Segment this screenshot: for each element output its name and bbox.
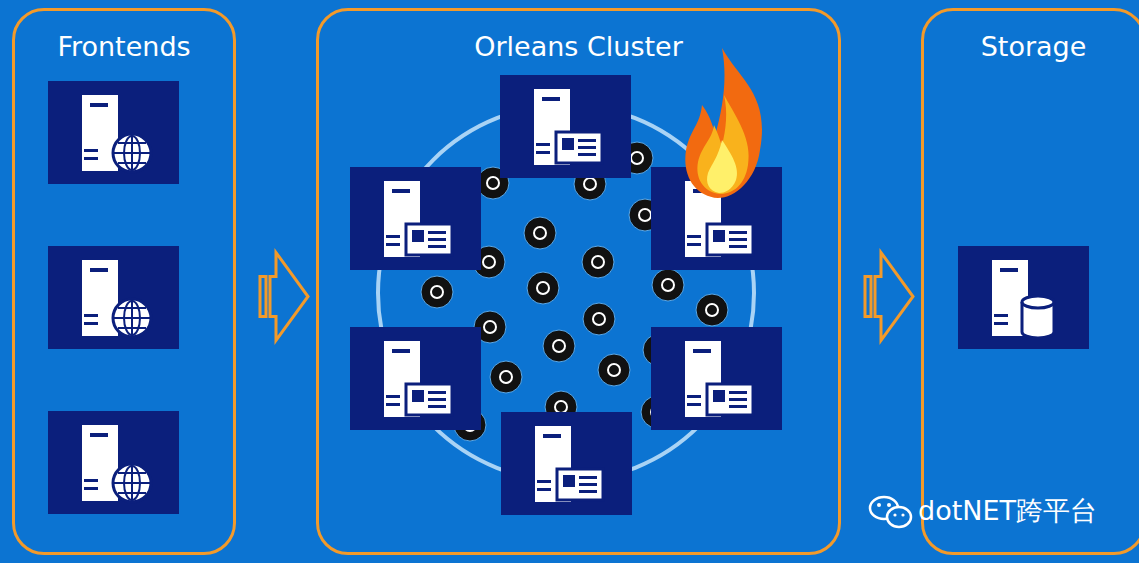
arrow-bar xyxy=(260,277,266,317)
wechat-icon xyxy=(870,497,911,527)
watermark: dotNET跨平台 xyxy=(918,493,1097,529)
block-arrow xyxy=(260,253,308,341)
arrow-bar xyxy=(865,277,871,317)
block-arrow xyxy=(865,253,913,341)
group-panel: Orleans Cluster xyxy=(316,8,841,555)
arrow-body xyxy=(875,253,913,341)
panel-title: Orleans Cluster xyxy=(319,11,838,62)
group-panel: Storage xyxy=(921,8,1139,555)
panel-title: Frontends xyxy=(15,11,233,62)
fire xyxy=(685,48,762,198)
arrow-body xyxy=(270,253,308,341)
panel-title: Storage xyxy=(924,11,1139,62)
group-panel: Frontends xyxy=(12,8,236,555)
